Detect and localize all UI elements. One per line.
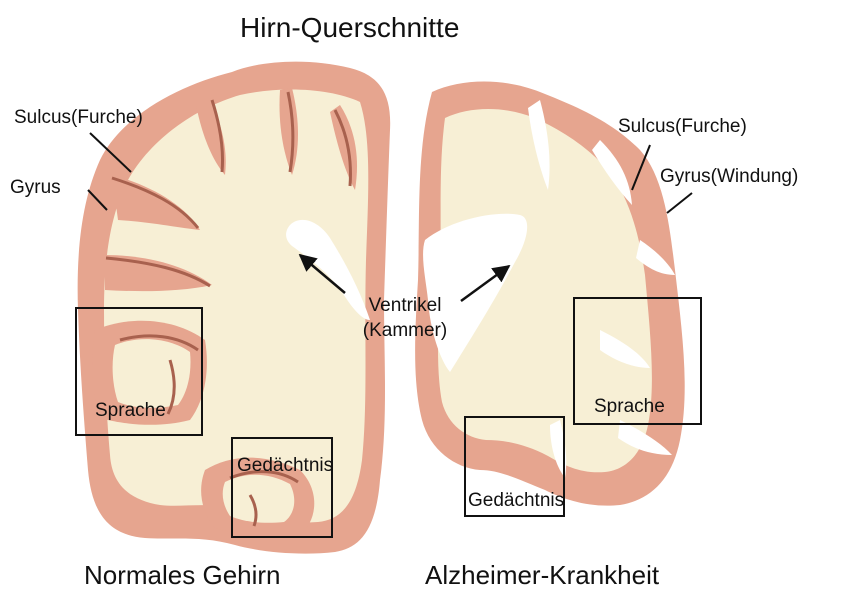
- normal-brain-memory-inner: [223, 475, 295, 523]
- alzheimer-gyrus-leader: [667, 193, 692, 213]
- alzheimer-sulcus-label: Sulcus(Furche): [618, 117, 747, 136]
- ventricle-label-line1: Ventrikel: [345, 296, 465, 315]
- normal-brain-language-inner: [113, 339, 191, 408]
- alzheimer-sprache-label: Sprache: [594, 397, 665, 416]
- ventricle-label: Ventrikel (Kammer): [345, 296, 465, 340]
- normal-gyrus-label: Gyrus: [10, 178, 61, 197]
- alzheimer-gedaechtnis-label: Gedächtnis: [468, 491, 564, 510]
- normal-brain-caption: Normales Gehirn: [84, 562, 281, 588]
- alzheimer-brain-section: [415, 82, 685, 506]
- normal-sulcus-label: Sulcus(Furche): [14, 108, 143, 127]
- normal-sprache-label: Sprache: [95, 401, 166, 420]
- alzheimer-gyrus-label: Gyrus(Windung): [660, 167, 798, 186]
- ventricle-label-line2: (Kammer): [345, 321, 465, 340]
- alzheimer-brain-caption: Alzheimer-Krankheit: [425, 562, 659, 588]
- diagram-title: Hirn-Querschnitte: [240, 14, 459, 42]
- normal-gedaechtnis-label: Gedächtnis: [237, 456, 333, 475]
